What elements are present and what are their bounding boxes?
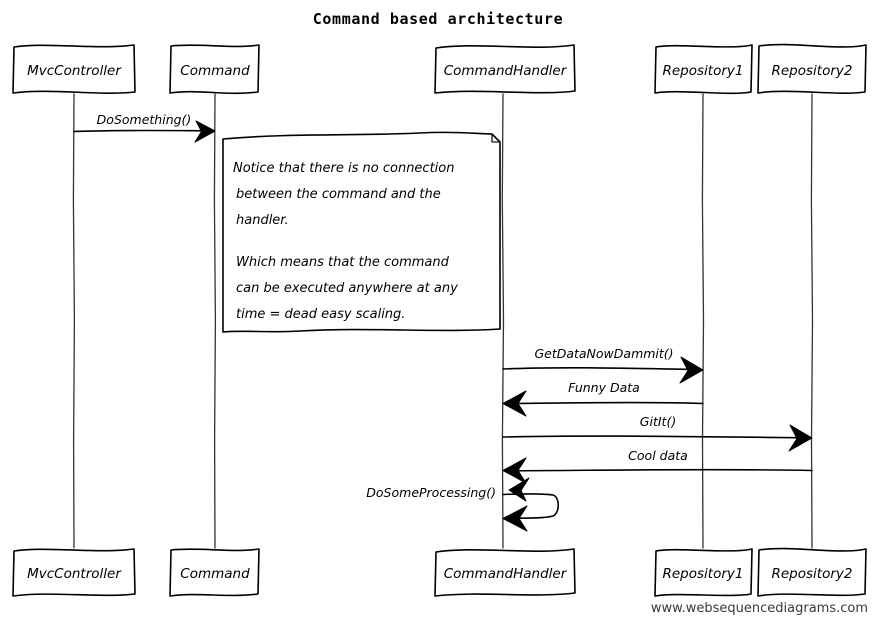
message-gitit[interactable]: GitIt() <box>502 414 813 452</box>
participant-box-top-commandhandler[interactable]: CommandHandler <box>434 44 576 94</box>
message-arrowhead <box>194 120 216 143</box>
participant-box-shape <box>169 548 260 597</box>
note-box-shape <box>222 131 501 333</box>
participant-box-top-repository2[interactable]: Repository2 <box>757 43 867 94</box>
note-line-2: handler. <box>236 213 289 228</box>
message-arrowhead <box>502 457 527 484</box>
message-arrowhead <box>502 390 527 417</box>
participant-box-bottom-repository2[interactable]: Repository2 <box>757 547 867 597</box>
note-fold-corner <box>491 133 501 143</box>
message-line <box>73 129 213 133</box>
lifeline-command <box>213 93 217 549</box>
participant-label: CommandHandler <box>444 63 568 79</box>
participant-box-shape <box>434 44 576 94</box>
participant-box-bottom-repository1[interactable]: Repository1 <box>654 548 753 597</box>
participant-box-shape <box>12 548 136 597</box>
message-cool-data[interactable]: Cool data <box>502 448 813 484</box>
message-label: DoSomeProcessing() <box>366 485 496 500</box>
message-label: Funny Data <box>568 380 640 395</box>
participant-box-shape <box>757 547 867 597</box>
lifelines <box>72 93 814 549</box>
note-line-0: Notice that there is no connection <box>233 161 454 176</box>
lifeline-mvccontroller <box>72 93 76 549</box>
message-funny-data[interactable]: Funny Data <box>502 380 704 417</box>
participant-label: Command <box>180 63 250 79</box>
lifeline-repository2 <box>810 93 814 549</box>
participant-box-bottom-mvccontroller[interactable]: MvcController <box>12 548 136 597</box>
participant-box-shape <box>12 44 136 94</box>
note-line-4: Which means that the command <box>236 255 450 270</box>
footer-watermark: www.websequencediagrams.com <box>651 601 868 616</box>
participant-label: MvcController <box>27 63 122 79</box>
participant-label: CommandHandler <box>444 566 568 582</box>
self-call-arrowhead-out <box>508 477 530 502</box>
participant-label: Repository1 <box>663 63 744 79</box>
lifeline-commandhandler <box>501 93 505 549</box>
message-dosomething[interactable]: DoSomething() <box>73 112 216 143</box>
message-line <box>502 366 700 371</box>
participant-box-shape <box>654 548 753 597</box>
participant-box-top-repository1[interactable]: Repository1 <box>654 44 753 95</box>
message-line <box>507 401 704 405</box>
participant-label: Repository2 <box>772 63 853 79</box>
note-line-5: can be executed anywhere at any <box>236 281 458 296</box>
participant-label: MvcController <box>27 566 122 582</box>
message-label: Cool data <box>628 448 688 463</box>
message-line <box>507 468 813 472</box>
message-arrowhead <box>679 356 704 384</box>
message-label: GetDataNowDammit() <box>534 346 673 361</box>
participant-box-bottom-command[interactable]: Command <box>169 548 260 597</box>
message-getdatanowdammit[interactable]: GetDataNowDammit() <box>502 346 704 384</box>
lifeline-repository1 <box>701 93 705 549</box>
note-line-1: between the command and the <box>236 187 441 202</box>
participant-label: Repository2 <box>772 566 853 582</box>
message-label: DoSomething() <box>97 112 192 127</box>
message-dosomeprocessing[interactable]: DoSomeProcessing() <box>366 477 560 532</box>
participant-label: Repository1 <box>663 566 744 582</box>
participant-box-top-command[interactable]: Command <box>169 44 260 95</box>
message-arrowhead <box>502 505 528 532</box>
note-line-6: time = dead easy scaling. <box>236 307 405 322</box>
participant-box-shape <box>434 548 576 597</box>
message-line <box>502 435 809 439</box>
participant-box-shape <box>757 43 867 94</box>
participant-label: Command <box>180 566 250 582</box>
participant-box-top-mvccontroller[interactable]: MvcController <box>12 44 136 94</box>
participant-box-bottom-commandhandler[interactable]: CommandHandler <box>434 548 576 597</box>
self-call-line <box>502 493 560 520</box>
message-arrowhead <box>788 424 813 452</box>
message-label: GitIt() <box>640 414 676 429</box>
participant-box-shape <box>169 44 260 95</box>
participant-box-shape <box>654 44 753 95</box>
diagram-title: Command based architecture <box>313 10 563 28</box>
note-box[interactable]: Notice that there is no connection betwe… <box>222 131 501 333</box>
